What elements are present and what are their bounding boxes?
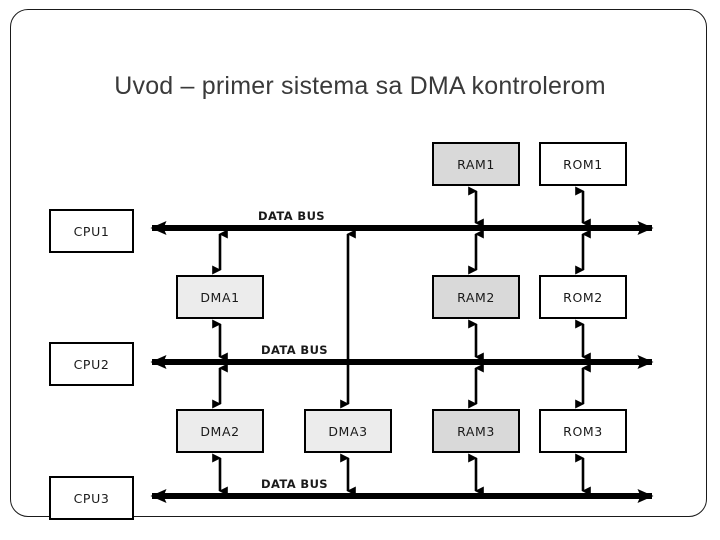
node-ram3[interactable]: RAM3	[432, 409, 520, 453]
node-cpu2[interactable]: CPU2	[49, 342, 134, 386]
node-dma2[interactable]: DMA2	[176, 409, 264, 453]
slide-frame-border	[10, 9, 707, 517]
node-ram2[interactable]: RAM2	[432, 275, 520, 319]
node-dma1[interactable]: DMA1	[176, 275, 264, 319]
node-rom1[interactable]: ROM1	[539, 142, 627, 186]
bus-3-label: DATA BUS	[261, 477, 328, 491]
node-rom3[interactable]: ROM3	[539, 409, 627, 453]
node-rom2[interactable]: ROM2	[539, 275, 627, 319]
node-dma3[interactable]: DMA3	[304, 409, 392, 453]
bus-1-label: DATA BUS	[258, 209, 325, 223]
node-ram1[interactable]: RAM1	[432, 142, 520, 186]
node-cpu1[interactable]: CPU1	[49, 209, 134, 253]
page-title: Uvod – primer sistema sa DMA kontrolerom	[114, 72, 606, 100]
node-cpu3[interactable]: CPU3	[49, 476, 134, 520]
bus-2-label: DATA BUS	[261, 343, 328, 357]
